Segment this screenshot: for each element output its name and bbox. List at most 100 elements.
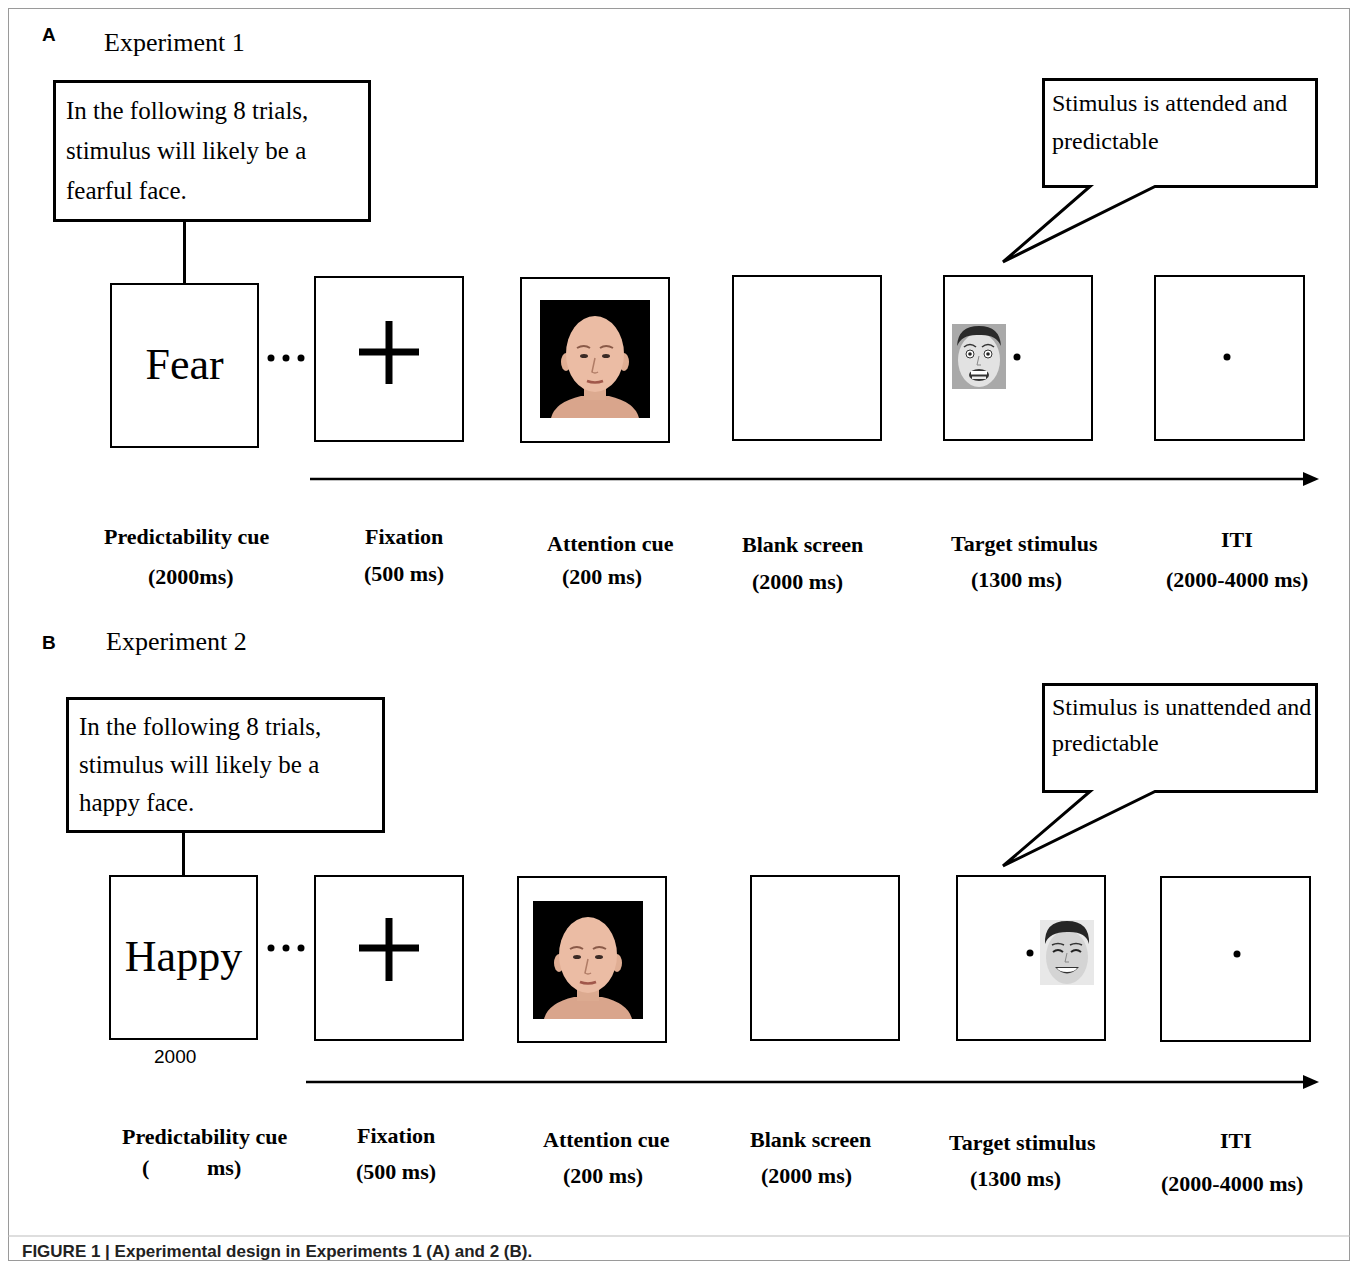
speech-bubble: Stimulus is unattended and predictable: [1042, 683, 1318, 793]
stage-label: Blank screen: [750, 1127, 871, 1152]
brows: [577, 346, 613, 348]
blank-screen: [733, 276, 881, 440]
eye: [984, 350, 992, 358]
iti-screen: [1161, 877, 1310, 1041]
connector-line: [182, 833, 185, 875]
dot: [268, 355, 275, 362]
dot: [298, 355, 305, 362]
fixation-screen: [315, 277, 463, 441]
iti-screen: [1155, 276, 1304, 440]
head: [566, 316, 624, 392]
target-screen: [957, 876, 1105, 1040]
stage-label: Target stimulus: [949, 1130, 1095, 1155]
teeth: [972, 377, 986, 380]
blank-screen: [751, 876, 899, 1040]
stage-label: (2000-4000 ms): [1166, 567, 1308, 592]
eye: [580, 354, 588, 358]
fixation-screen: [315, 876, 463, 1040]
brows: [964, 345, 994, 348]
brows: [1052, 944, 1082, 946]
face: [958, 333, 1000, 387]
predictability-cue-screen: Happy: [109, 875, 258, 1040]
avatar-face: [544, 917, 632, 1019]
predictability-cue-screen: Fear: [110, 283, 259, 448]
fixation-dot: [1014, 354, 1021, 361]
stage-label: (2000-4000 ms): [1161, 1171, 1303, 1196]
mouth: [587, 381, 603, 383]
figure-frame: [9, 9, 1350, 1261]
eyes: [1053, 950, 1081, 952]
stage-label: Target stimulus: [951, 531, 1097, 556]
fixation-dot: [1234, 951, 1241, 958]
stage-label: Attention cue: [543, 1127, 669, 1152]
box-text: Stimulus is attended and predictable: [1052, 84, 1312, 160]
cue-word: Happy: [125, 933, 242, 981]
stage-label: (1300 ms): [971, 567, 1062, 592]
nose: [592, 358, 598, 373]
eye: [602, 354, 610, 358]
face: [1046, 930, 1088, 984]
bubble-shape: [1003, 80, 1317, 263]
dot: [298, 945, 305, 952]
mouth: [969, 369, 989, 381]
speech-bubble: Stimulus is attended and predictable: [1042, 78, 1318, 188]
panel-letter: B: [42, 632, 56, 654]
panel-letter: A: [42, 24, 56, 46]
attention-screen: [521, 278, 669, 442]
avatar-face: [551, 316, 639, 418]
fearful-face-photo: [952, 324, 1006, 389]
stage-label: (200 ms): [563, 1163, 643, 1188]
eye: [573, 955, 581, 959]
stage-label: (1300 ms): [970, 1166, 1061, 1191]
nose: [977, 356, 981, 365]
figure-caption: FIGURE 1 | Experimental design in Experi…: [22, 1242, 532, 1262]
timeline-arrow: [310, 478, 1306, 481]
hair: [957, 326, 1001, 346]
head: [559, 917, 617, 993]
stage-label: Predictability cue: [104, 524, 269, 549]
stage-label: Fixation: [357, 1123, 435, 1148]
photo-background: [952, 324, 1006, 389]
eye: [595, 955, 603, 959]
mouth: [580, 982, 596, 984]
stage-label: (500 ms): [364, 561, 444, 586]
stage-label: ms): [207, 1155, 241, 1180]
stage-label: ITI: [1220, 1128, 1252, 1153]
avatar-background: [540, 300, 650, 418]
fixation-cross: [359, 349, 419, 356]
happy-face-photo: [1040, 920, 1094, 985]
teeth: [971, 371, 987, 375]
timeline-arrowhead: [1303, 472, 1319, 486]
instruction-box: In the following 8 trials, stimulus will…: [53, 80, 371, 222]
mouth: [1055, 967, 1079, 974]
box-text: Stimulus is unattended and predictable: [1052, 689, 1312, 761]
dot: [283, 355, 290, 362]
stage-label: (2000ms): [148, 564, 234, 589]
stage-label: (2000 ms): [761, 1163, 852, 1188]
box-text: In the following 8 trials, stimulus will…: [66, 91, 358, 211]
target-screen: [944, 276, 1092, 440]
brows: [570, 947, 606, 949]
stage-label: Predictability cue: [122, 1124, 287, 1149]
timeline-arrowhead: [1303, 1075, 1319, 1089]
fixation-dot: [1224, 354, 1231, 361]
instruction-box: In the following 8 trials, stimulus will…: [66, 697, 385, 833]
nose: [585, 959, 591, 974]
attention-screen: [518, 877, 666, 1042]
bubble-shape: [1003, 685, 1317, 867]
connector-line: [183, 222, 186, 283]
pupil: [968, 352, 972, 356]
duration-number: 2000: [154, 1046, 196, 1068]
panel-title: Experiment 1: [104, 28, 245, 58]
stage-label: (200 ms): [562, 564, 642, 589]
ellipsis-dots: [268, 355, 305, 362]
dot: [268, 945, 275, 952]
photo-background: [1040, 920, 1094, 985]
box-text: In the following 8 trials, stimulus will…: [79, 708, 372, 822]
stage-label: (500 ms): [356, 1159, 436, 1184]
stage-label: Attention cue: [547, 531, 673, 556]
panel-title: Experiment 2: [106, 627, 247, 657]
fixation-cross: [359, 945, 419, 952]
stage-label: (2000 ms): [752, 569, 843, 594]
